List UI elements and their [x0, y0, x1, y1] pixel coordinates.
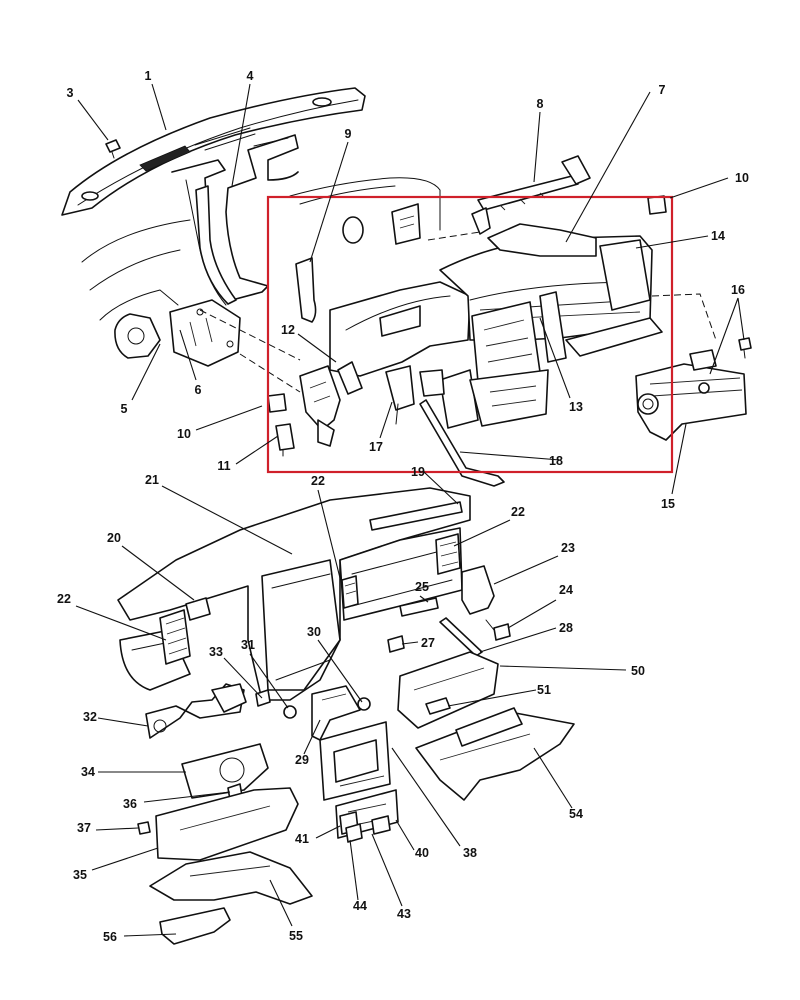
callout-33: 33: [209, 645, 223, 659]
callout-34: 34: [81, 765, 95, 779]
callout-29: 29: [295, 753, 309, 767]
panel-20: [185, 597, 211, 621]
callout-1: 1: [145, 69, 152, 83]
side-bracket-12: [299, 365, 341, 447]
callout-41: 41: [295, 832, 309, 846]
clip-11: [275, 423, 295, 457]
callout-14: 14: [711, 229, 725, 243]
bracket-23: [461, 565, 495, 615]
clip-10: [647, 195, 667, 215]
callout-17: 17: [369, 440, 383, 454]
callout-22-left: 22: [57, 592, 71, 606]
bezel-38: [319, 721, 391, 801]
shroud-34: [181, 743, 269, 799]
vent-22-mid: [341, 575, 359, 609]
leader-lines: [75, 83, 745, 937]
callout-10-left: 10: [177, 427, 191, 441]
defroster-duct-top-1: [61, 87, 366, 216]
callout-10-top: 10: [735, 171, 749, 185]
callout-35: 35: [73, 868, 87, 882]
highlight-box: [266, 195, 674, 474]
callout-5: 5: [121, 402, 128, 416]
frame-main-structure: [329, 223, 663, 429]
callout-3: 3: [67, 86, 74, 100]
callout-9: 9: [345, 127, 352, 141]
callout-30: 30: [307, 625, 321, 639]
callout-8: 8: [537, 97, 544, 111]
callout-27: 27: [421, 636, 435, 650]
callout-23: 23: [561, 541, 575, 555]
strut-25: [399, 597, 439, 617]
switch-43: [371, 815, 391, 835]
callout-31: 31: [241, 638, 255, 652]
duct-4: [171, 134, 299, 306]
callout-55: 55: [289, 929, 303, 943]
callout-12: 12: [281, 323, 295, 337]
callout-labels: 1 3 4 5 6 7 8 9 10 10 11 12 13 14 15 16 …: [57, 69, 749, 944]
knee-panel-35: [155, 787, 299, 861]
vent-22-left: [159, 609, 191, 665]
callout-21: 21: [145, 473, 159, 487]
trim-56: [159, 907, 231, 945]
callout-50: 50: [631, 664, 645, 678]
callout-25: 25: [415, 580, 429, 594]
callout-16: 16: [731, 283, 745, 297]
bracket-15-assembly: [635, 349, 747, 441]
bolt-24: [485, 619, 511, 641]
callout-19: 19: [411, 465, 425, 479]
callout-6: 6: [195, 383, 202, 397]
callout-36: 36: [123, 797, 137, 811]
callout-18: 18: [549, 454, 563, 468]
callout-11: 11: [217, 459, 230, 473]
callout-13: 13: [569, 400, 583, 414]
callout-28: 28: [559, 621, 573, 635]
vent-22-right: [435, 533, 461, 575]
callout-56: 56: [103, 930, 117, 944]
fastener-33: [255, 689, 271, 707]
callout-15: 15: [661, 497, 675, 511]
callout-32: 32: [83, 710, 97, 724]
glovebox-bin-54: [415, 707, 575, 801]
brace-17: [385, 365, 415, 425]
rod-18: [419, 399, 505, 487]
glovebox-latch-51: [425, 697, 451, 715]
fastener-37: [137, 821, 151, 835]
callout-4: 4: [247, 69, 254, 83]
switch-44: [345, 823, 363, 843]
clip-10b: [267, 393, 287, 413]
callout-40: 40: [415, 846, 429, 860]
bolt-16: [698, 337, 752, 394]
bracket-6: [169, 299, 241, 367]
callout-7: 7: [659, 83, 666, 97]
trim-55: [149, 851, 313, 905]
duct-9: [295, 257, 317, 323]
clip-27: [387, 635, 405, 653]
crossmember-8: [471, 155, 591, 235]
callout-38: 38: [463, 846, 477, 860]
callout-24: 24: [559, 583, 573, 597]
glovebox-door-50: [397, 651, 499, 729]
callout-51: 51: [537, 683, 551, 697]
cover-32: [145, 683, 247, 739]
callout-20: 20: [107, 531, 121, 545]
fastener-31: [283, 705, 297, 719]
fastener-3: [105, 139, 121, 159]
alignment-lines: [199, 231, 717, 393]
callout-22-top: 22: [311, 474, 325, 488]
cowl-panel: [81, 177, 441, 359]
callout-54: 54: [569, 807, 583, 821]
callout-44: 44: [353, 899, 367, 913]
callout-43: 43: [397, 907, 411, 921]
rod-28: [439, 617, 483, 657]
callout-22-right: 22: [511, 505, 525, 519]
instrument-panel-21: [117, 487, 471, 701]
callout-37: 37: [77, 821, 91, 835]
